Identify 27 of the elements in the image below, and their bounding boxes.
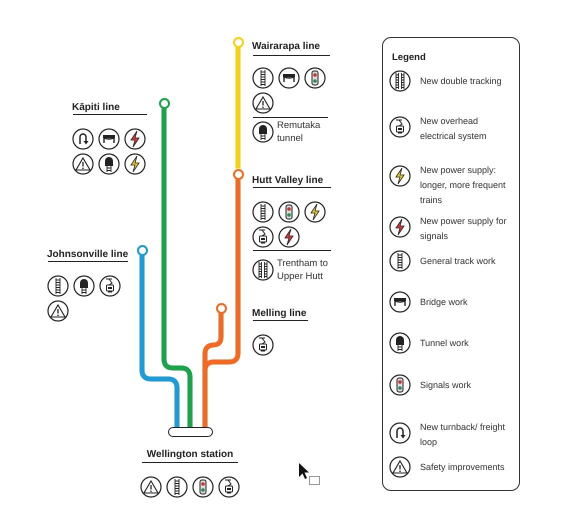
legend-text: Safety improvements (420, 460, 506, 474)
line-name: Hutt Valley line (252, 174, 324, 187)
terminus-circle (216, 302, 226, 314)
terminus-circle (232, 36, 244, 48)
legend-text: New power supply for signals (420, 215, 508, 243)
legend-text: New double tracking (420, 74, 503, 88)
line-name: Wairarapa line (252, 40, 320, 53)
line-name: Melling line (252, 307, 306, 320)
place-name: Remutaka tunnel (277, 119, 322, 145)
place-name: Trentham to Upper Hutt (277, 257, 329, 283)
rail-line (140, 256, 180, 427)
rail-line (162, 108, 192, 427)
line-name: Wellington station (146, 448, 234, 461)
legend-text: New overhead electrical system (420, 115, 488, 143)
legend-text: Tunnel work (420, 336, 470, 350)
line-name: Kāpiti line (72, 101, 120, 114)
legend-text: Bridge work (420, 296, 469, 309)
legend-text: New power supply: longer, more frequent trains (420, 164, 507, 207)
legend-title: Legend (392, 51, 426, 64)
rail-line (236, 48, 240, 168)
legend-text: Signals work (420, 378, 472, 392)
legend-text: General track work (420, 254, 497, 268)
legend-text: New turnback/ freight loop (420, 421, 506, 449)
terminus-circle (158, 98, 170, 108)
terminus-circle (232, 168, 244, 180)
line-name: Johnsonville line (47, 248, 128, 261)
terminus-circle (136, 244, 148, 256)
